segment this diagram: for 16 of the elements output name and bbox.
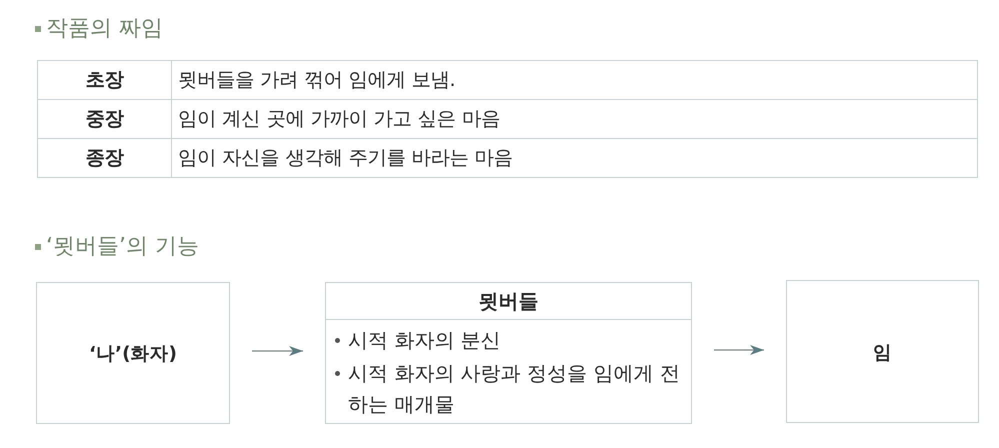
bullet-text: 시적 화자의 분신 — [348, 327, 502, 354]
node-label: ‘나’(화자) — [89, 342, 177, 366]
node-label: 임 — [873, 341, 892, 364]
table-header-cell: 종장 — [37, 138, 172, 178]
node-box — [325, 282, 692, 424]
table-cell: 묏버들을 가려 꺾어 임에게 보냄. — [171, 60, 978, 100]
table-cell: 임이 자신을 생각해 주기를 바라는 마음 — [171, 138, 978, 178]
arrow — [252, 346, 303, 356]
node-box — [36, 282, 230, 424]
arrow — [714, 345, 764, 355]
node-box — [786, 280, 979, 423]
section-heading: 작품의 짜임 — [46, 15, 163, 43]
node-heading: 묏버들 — [326, 283, 691, 320]
section-heading: ‘묏버들’의 기능 — [46, 233, 199, 261]
table-header-cell: 초장 — [37, 60, 172, 100]
bullet-text: 시적 화자의 사랑과 정성을 임에게 전하는 매개물 — [348, 360, 681, 418]
